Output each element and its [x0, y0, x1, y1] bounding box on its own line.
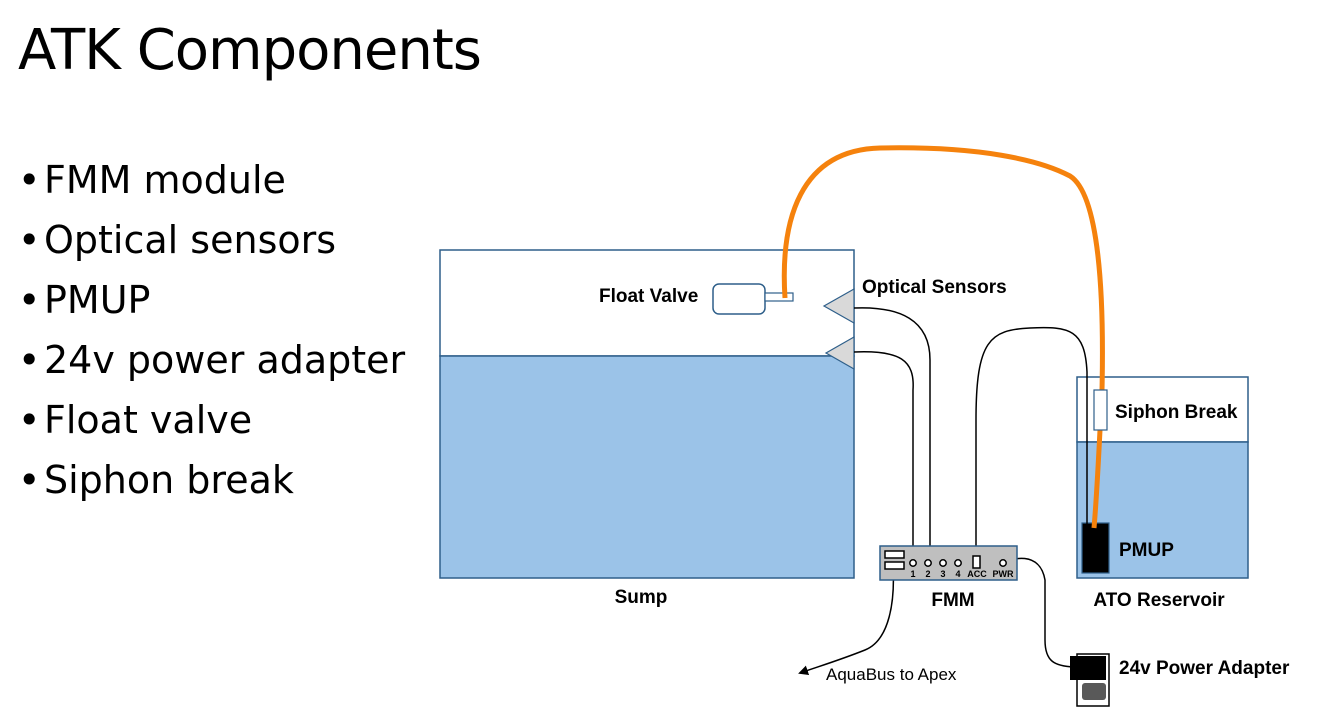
acc-port-jack [972, 555, 981, 569]
bullet-dot: • [18, 218, 41, 262]
float-valve-label: Float Valve [599, 286, 698, 307]
component-label: PMUP [44, 278, 151, 322]
port-4-label: 4 [955, 569, 960, 579]
aquabus-port-top [884, 550, 905, 559]
float-valve [712, 283, 794, 315]
pmup-label: PMUP [1119, 540, 1174, 561]
port-4-jack [954, 559, 962, 567]
aquabus-label: AquaBus to Apex [826, 665, 957, 684]
ato-reservoir-label: ATO Reservoir [1093, 590, 1225, 611]
aquabus-port-bottom [884, 561, 905, 570]
pmup-pump [1081, 522, 1110, 574]
optical-sensor-upper-cable [853, 307, 931, 565]
port-3-jack [939, 559, 947, 567]
power-adapter-label: 24v Power Adapter [1119, 658, 1290, 679]
optical-sensor-lower [824, 335, 855, 371]
bullet-dot: • [18, 398, 41, 442]
float-valve-stem [764, 292, 794, 302]
port-3-label: 3 [940, 569, 945, 579]
port-2-jack [924, 559, 932, 567]
port-2-label: 2 [925, 569, 930, 579]
tubing-upper [781, 145, 1105, 391]
component-label: Siphon break [44, 458, 294, 502]
optical-sensor-lower-cable [853, 351, 914, 565]
component-item: •PMUP [18, 270, 405, 330]
port-1-label: 1 [910, 569, 915, 579]
fmm-label: FMM [931, 590, 974, 611]
power-adapter-plug [1070, 656, 1106, 680]
component-label: Optical sensors [44, 218, 337, 262]
component-item: •Float valve [18, 390, 405, 450]
optical-sensors [822, 287, 855, 371]
optical-sensor-upper [822, 287, 855, 325]
aquabus-cable [798, 565, 895, 676]
power-adapter [1070, 653, 1110, 707]
component-label: Float valve [44, 398, 253, 442]
bullet-dot: • [18, 278, 41, 322]
acc-port-label: ACC [967, 569, 987, 579]
pmup-cable [975, 326, 1088, 563]
float-valve-body [712, 283, 766, 315]
pwr-port-label: PWR [993, 569, 1014, 579]
power-adapter-socket [1082, 683, 1106, 700]
siphon-break [1093, 389, 1108, 431]
optical-sensors-label: Optical Sensors [862, 277, 1007, 298]
component-item: •Optical sensors [18, 210, 405, 270]
component-item: •24v power adapter [18, 330, 405, 390]
siphon-break-label: Siphon Break [1115, 402, 1238, 423]
sump-tank [439, 249, 855, 579]
component-list: •FMM module •Optical sensors •PMUP •24v … [18, 150, 405, 510]
fmm-module: 1 2 3 4 ACC PWR [879, 545, 1018, 581]
component-label: FMM module [44, 158, 286, 202]
slide-title: ATK Components [18, 18, 482, 83]
component-label: 24v power adapter [44, 338, 406, 382]
component-item: •FMM module [18, 150, 405, 210]
bullet-dot: • [18, 158, 41, 202]
sump-water [439, 355, 855, 579]
port-1-jack [909, 559, 917, 567]
bullet-dot: • [18, 338, 41, 382]
bullet-dot: • [18, 458, 41, 502]
tubing-lower [1091, 429, 1103, 529]
sump-label: Sump [615, 587, 668, 608]
component-item: •Siphon break [18, 450, 405, 510]
pwr-port-jack [999, 559, 1007, 567]
